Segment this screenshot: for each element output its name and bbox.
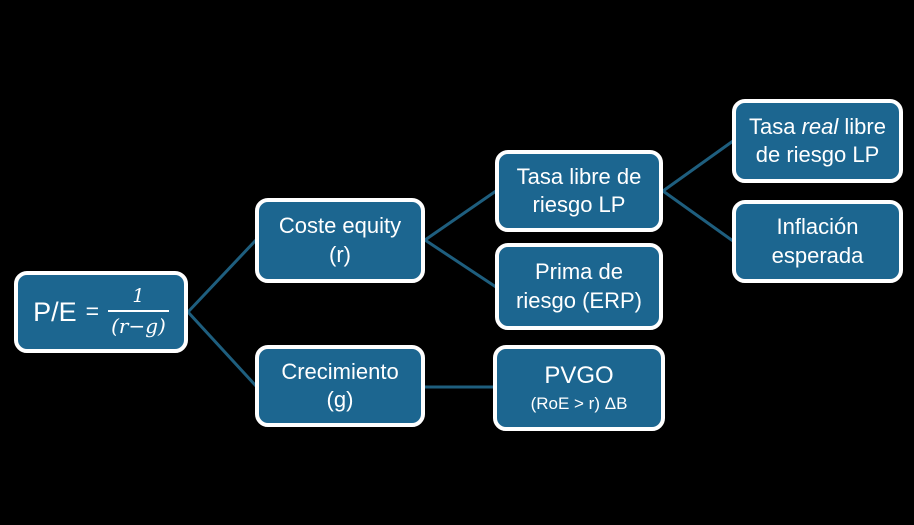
connector-pe-crecimiento	[186, 310, 258, 388]
inflacion-line1: Inflación	[776, 214, 859, 240]
node-pe-formula: P/E = 1 (r−g)	[14, 271, 188, 353]
prima-riesgo-line1: Prima de	[534, 259, 624, 285]
tasa-libre-line1: Tasa libre de	[516, 163, 642, 189]
tasa-real-line2: de riesgo LP	[755, 142, 880, 167]
crecimiento-line2: (g)	[326, 387, 354, 412]
connector-coste-prima	[423, 238, 498, 289]
node-tasa-libre: Tasa libre de riesgo LP	[495, 150, 663, 232]
prima-riesgo-line2: riesgo (ERP)	[516, 287, 642, 313]
node-tasa-real: Tasa real libre de riesgo LP	[732, 99, 903, 183]
pvgo-line2: (RoE > r) ΔB	[530, 393, 628, 413]
coste-equity-line1: Coste equity	[278, 213, 402, 239]
tasa-real-line1-italic: real	[801, 113, 839, 139]
connector-tasalibre-inflacion	[661, 189, 735, 243]
node-pvgo: PVGO (RoE > r) ΔB	[493, 345, 665, 431]
node-coste-equity: Coste equity (r)	[255, 198, 425, 283]
pe-formula-lhs: P/E	[33, 296, 77, 327]
tasa-real-line1-part2: libre	[838, 113, 886, 139]
connector-tasalibre-tasareal	[661, 139, 735, 193]
fraction-denominator: (r−g)	[108, 310, 169, 340]
tasa-libre-line2: riesgo LP	[532, 192, 626, 217]
node-inflacion: Inflación esperada	[732, 200, 903, 283]
coste-equity-line2: (r)	[329, 241, 351, 267]
tasa-real-line1-part1: Tasa	[749, 113, 802, 139]
node-prima-riesgo: Prima de riesgo (ERP)	[495, 243, 663, 330]
inflacion-line2: esperada	[771, 242, 864, 268]
crecimiento-line1: Crecimiento	[281, 358, 399, 384]
pvgo-line1: PVGO	[544, 362, 614, 390]
tasa-real-line1: Tasa real libre	[749, 113, 886, 141]
pe-formula-fraction: 1 (r−g)	[108, 284, 169, 340]
pe-formula-equals: =	[85, 298, 100, 325]
connector-pe-coste	[186, 238, 258, 314]
fraction-numerator: 1	[132, 285, 145, 308]
connector-coste-tasalibre	[423, 189, 498, 242]
node-crecimiento: Crecimiento (g)	[255, 345, 425, 427]
